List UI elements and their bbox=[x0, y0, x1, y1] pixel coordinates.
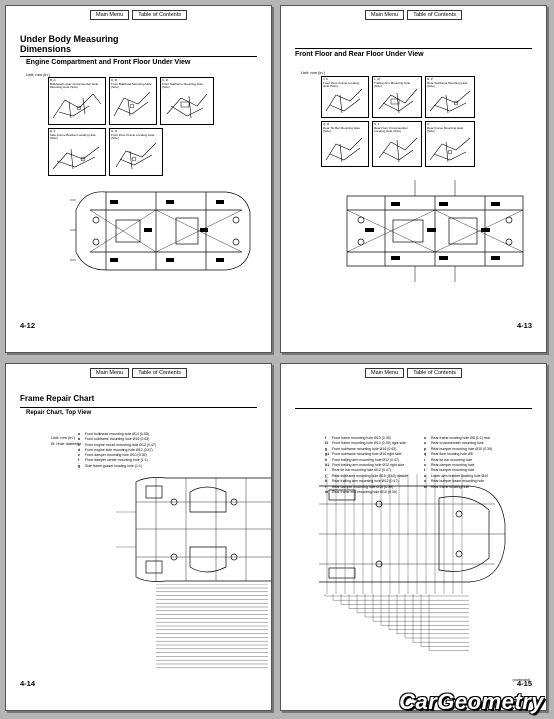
main-menu-button[interactable]: Main Menu bbox=[364, 368, 405, 378]
continued-note: (continued) bbox=[512, 678, 530, 682]
page-number: 4-14 bbox=[20, 679, 36, 688]
main-menu-button[interactable]: Main Menu bbox=[89, 368, 130, 378]
underbody-diagram bbox=[70, 191, 251, 271]
table-of-contents-button[interactable]: Table of Contents bbox=[132, 368, 188, 378]
page-nav: Main Menu Table of Contents bbox=[281, 10, 546, 20]
table-of-contents-button[interactable]: Table of Contents bbox=[132, 10, 188, 20]
page-number: 4-13 bbox=[516, 321, 532, 330]
main-menu-button[interactable]: Main Menu bbox=[364, 10, 405, 20]
manual-page-4-14: Main Menu Table of Contents Frame Repair… bbox=[5, 363, 272, 711]
title-rule bbox=[295, 48, 532, 49]
page-title: Under Body Measuring Dimensions bbox=[20, 34, 119, 54]
frame-top-view-diagram bbox=[116, 477, 271, 582]
page-number: 4-12 bbox=[20, 321, 36, 330]
dimension-grid bbox=[156, 584, 268, 668]
page-nav: Main Menu Table of Contents bbox=[6, 368, 271, 378]
title-rule bbox=[20, 407, 257, 408]
page-nav: Main Menu Table of Contents bbox=[281, 368, 546, 378]
unit-note: Unit: mm (in.) bbox=[26, 72, 50, 77]
table-of-contents-button[interactable]: Table of Contents bbox=[407, 368, 463, 378]
page-subtitle: Repair Chart, Top View bbox=[26, 410, 92, 416]
underbody-diagram bbox=[346, 180, 524, 282]
dimension-grid bbox=[324, 594, 469, 651]
page-nav: Main Menu Table of Contents bbox=[6, 10, 271, 20]
title-rule bbox=[20, 56, 257, 57]
manual-page-4-13: Main Menu Table of Contents Front Floor … bbox=[280, 5, 547, 353]
watermark-logo: CarGeometry bbox=[399, 689, 544, 714]
unit-note: Unit: mm (in.) bbox=[51, 435, 75, 440]
unit-note-hole: Ø: Hole diameter bbox=[51, 441, 82, 446]
page-subtitle: Engine Compartment and Front Floor Under… bbox=[26, 59, 191, 66]
page-number: 4-15 bbox=[516, 679, 532, 688]
page-title: Frame Repair Chart bbox=[20, 394, 95, 403]
frame-top-view-diagram bbox=[319, 474, 506, 594]
page-title: Front Floor and Rear Floor Under View bbox=[295, 51, 424, 58]
table-of-contents-button[interactable]: Table of Contents bbox=[407, 10, 463, 20]
main-menu-button[interactable]: Main Menu bbox=[89, 10, 130, 20]
unit-note: Unit: mm (in.) bbox=[301, 70, 325, 75]
manual-page-4-12: Main Menu Table of Contents Under Body M… bbox=[5, 5, 272, 353]
title-rule bbox=[295, 408, 532, 409]
